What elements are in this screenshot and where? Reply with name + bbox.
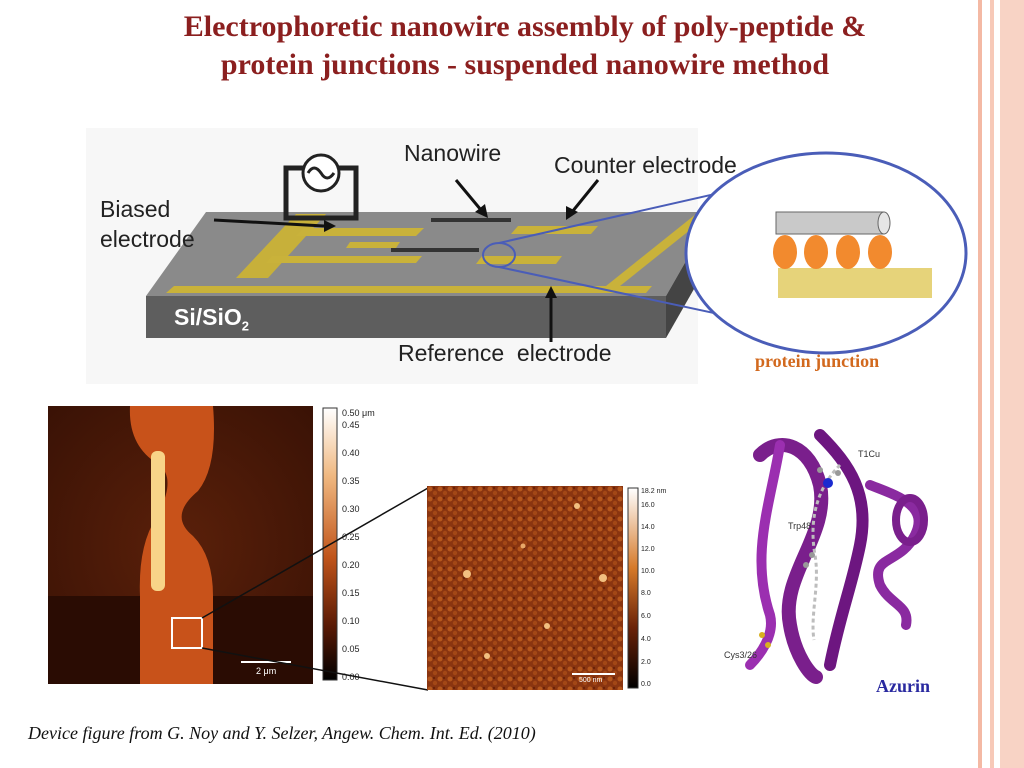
afm-small-tick-8: 2.0 — [641, 659, 651, 666]
afm-small-tick-3: 12.0 — [641, 546, 655, 553]
protein-junction-label: protein junction — [755, 351, 879, 372]
decorative-stripes — [978, 0, 1024, 768]
label-counter-electrode: Counter electrode — [554, 152, 737, 179]
label-t1cu: T1Cu — [858, 449, 880, 459]
afm-small-image: 500 nm 18.2 nm 16.0 14.0 12.0 10.0 8.0 6… — [427, 486, 687, 692]
afm-small-scalebar: 500 nm — [579, 677, 602, 684]
afm-zoom-lines — [0, 0, 440, 700]
afm-small-tick-1: 16.0 — [641, 502, 655, 509]
label-cys: Cys3/26 — [724, 650, 757, 660]
afm-small-tick-6: 6.0 — [641, 613, 651, 620]
afm-small-tick-7: 4.0 — [641, 636, 651, 643]
azurin-ribbon-graphic — [720, 425, 945, 685]
afm-small-tick-2: 14.0 — [641, 524, 655, 531]
afm-small-tick-0: 18.2 nm — [641, 488, 666, 495]
afm-small-tick-9: 0.0 — [641, 681, 651, 688]
afm-small-tick-5: 8.0 — [641, 590, 651, 597]
label-trp48: Trp48 — [788, 521, 811, 531]
figure-caption: Device figure from G. Noy and Y. Selzer,… — [28, 723, 536, 744]
azurin-structure: T1Cu Trp48 Cys3/26 — [720, 425, 945, 685]
afm-small-tick-4: 10.0 — [641, 568, 655, 575]
azurin-label: Azurin — [876, 676, 930, 697]
